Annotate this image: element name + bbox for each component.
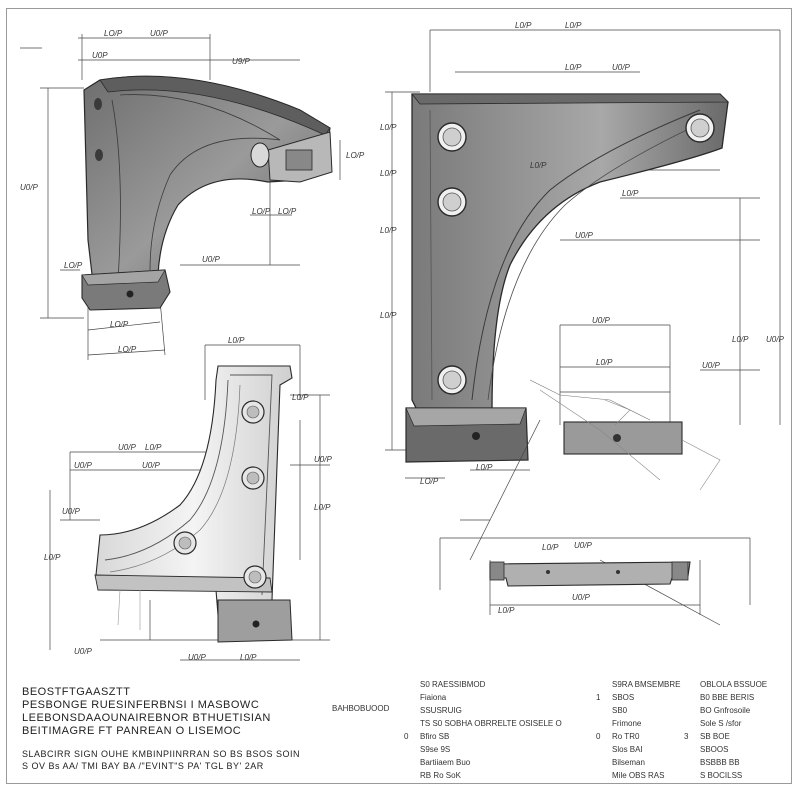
title-line: BEITIMAGRE FT PANREAN O LISEMOC: [22, 725, 242, 737]
note-row: S BOCILSS: [700, 771, 743, 780]
note-row: Frimone: [612, 719, 642, 728]
title-line: S OV Bs AA/ TMI BAY BA /"EVINT"S PA' TGL…: [22, 761, 264, 771]
title-block: BEOSTFTGAASZTT PESBONGE RUESINFERBNSI I …: [22, 686, 301, 772]
note-row: B0 BBE BERIS: [700, 693, 755, 702]
dimension-label: L0/P: [542, 543, 559, 552]
dimension-label: L0/P: [44, 553, 61, 562]
dimension-label: LO/P: [110, 320, 129, 329]
dimension-label: U0/P: [766, 335, 784, 344]
notes-column-1: S0 RAESSIBMOD Fiaiona SSUSRUIG TS S0 SOB…: [404, 678, 562, 782]
dimension-label: L0/P: [380, 169, 397, 178]
note-row: RB Ro SoK: [420, 771, 461, 780]
dimension-label: U0/P: [574, 541, 592, 550]
title-line: LEEBONSDAAOUNAIREBNOR BTHUETISIAN: [22, 712, 271, 724]
dimension-label: L0/P: [565, 21, 582, 30]
dimension-labels: LO/P U0/P U0P U9/P U0/P LO/P LO/P LO/P U…: [20, 21, 784, 662]
view-section-bottom-left: [49, 344, 330, 661]
note-row: TS S0 SOBHA OBRRELTE OSISELE O: [420, 719, 562, 728]
note-row: Fiaiona: [420, 693, 447, 702]
note-row: Slos BAI: [612, 745, 643, 754]
dimension-label: U0/P: [314, 455, 332, 464]
dimension-label: U0/P: [118, 443, 136, 452]
dimension-label: U0/P: [62, 507, 80, 516]
note-row: SBOOS: [700, 745, 729, 754]
dimension-label: L0/P: [498, 606, 515, 615]
dimension-label: U9/P: [232, 57, 250, 66]
dimension-label: L0/P: [732, 335, 749, 344]
dimension-label: L0/P: [240, 653, 257, 662]
dimension-label: U0/P: [150, 29, 168, 38]
view-side-bottom-right: [439, 419, 751, 626]
dimension-label: U0/P: [74, 461, 92, 470]
dimension-label: U0/P: [20, 183, 38, 192]
dimension-label: U0/P: [188, 653, 206, 662]
dimension-label: U0/P: [572, 593, 590, 602]
dimension-label: L0/P: [515, 21, 532, 30]
dimension-label: LO/P: [104, 29, 123, 38]
dimension-label: L0/P: [145, 443, 162, 452]
dimension-label: L0/P: [292, 393, 309, 402]
dimension-label: LO/P: [118, 345, 137, 354]
dimension-label: LO/P: [252, 207, 271, 216]
dimension-label: U0/P: [575, 231, 593, 240]
dimension-label: U0P: [92, 51, 108, 60]
note-row: S9se 9S: [420, 745, 451, 754]
dimension-label: L0/P: [314, 503, 331, 512]
note-row: Mile OBS RAS: [612, 771, 665, 780]
sheet-border: [6, 8, 792, 784]
note-row: S9RA BMSEMBRE: [612, 680, 681, 689]
note-row: Bartiiaem Buo: [420, 758, 471, 767]
dimension-label: U0/P: [592, 316, 610, 325]
note-row: SSUSRUIG: [420, 706, 462, 715]
dimension-label: L0/P: [228, 336, 245, 345]
dimension-label: L0/P: [530, 161, 547, 170]
notes-column-3: OBLOLA BSSUOE B0 BBE BERIS BO Gnfrosoile…: [684, 678, 767, 782]
dimension-label: LO/P: [64, 261, 83, 270]
dimension-label: LO/P: [278, 207, 297, 216]
reference-label: BAHBOBUOOD: [332, 704, 390, 713]
dimension-label: LO/P: [420, 477, 439, 486]
view-isometric-top-left: [20, 34, 341, 360]
dimension-label: L0/P: [476, 463, 493, 472]
dimension-label: L0/P: [380, 123, 397, 132]
dimension-label: U0/P: [74, 647, 92, 656]
dimension-label: L0/P: [565, 63, 582, 72]
note-row: S0 RAESSIBMOD: [420, 680, 486, 689]
title-line: PESBONGE RUESINFERBNSI I MASBOWC: [22, 699, 260, 711]
dimension-label: U0/P: [202, 255, 220, 264]
note-row: BSBBB BB: [700, 758, 740, 767]
note-row: SB0: [612, 706, 628, 715]
title-line: SLABCIRR SIGN OUHE KMBINPIINRRAN SO BS B…: [22, 749, 301, 759]
note-row: BO Gnfrosoile: [700, 706, 751, 715]
dimension-label: U0/P: [142, 461, 160, 470]
dimension-label: L0/P: [596, 358, 613, 367]
view-front-right: [385, 29, 781, 491]
note-row: Bilseman: [612, 758, 645, 767]
dimension-label: L0/P: [622, 189, 639, 198]
dimension-label: LO/P: [346, 151, 365, 160]
dimension-label: L0/P: [380, 311, 397, 320]
dimension-label: U0/P: [612, 63, 630, 72]
dimension-label: U0/P: [702, 361, 720, 370]
note-row: OBLOLA BSSUOE: [700, 680, 768, 689]
title-line: BEOSTFTGAASZTT: [22, 686, 131, 698]
dimension-label: L0/P: [380, 226, 397, 235]
note-row: Sole S /sfor: [700, 719, 742, 728]
